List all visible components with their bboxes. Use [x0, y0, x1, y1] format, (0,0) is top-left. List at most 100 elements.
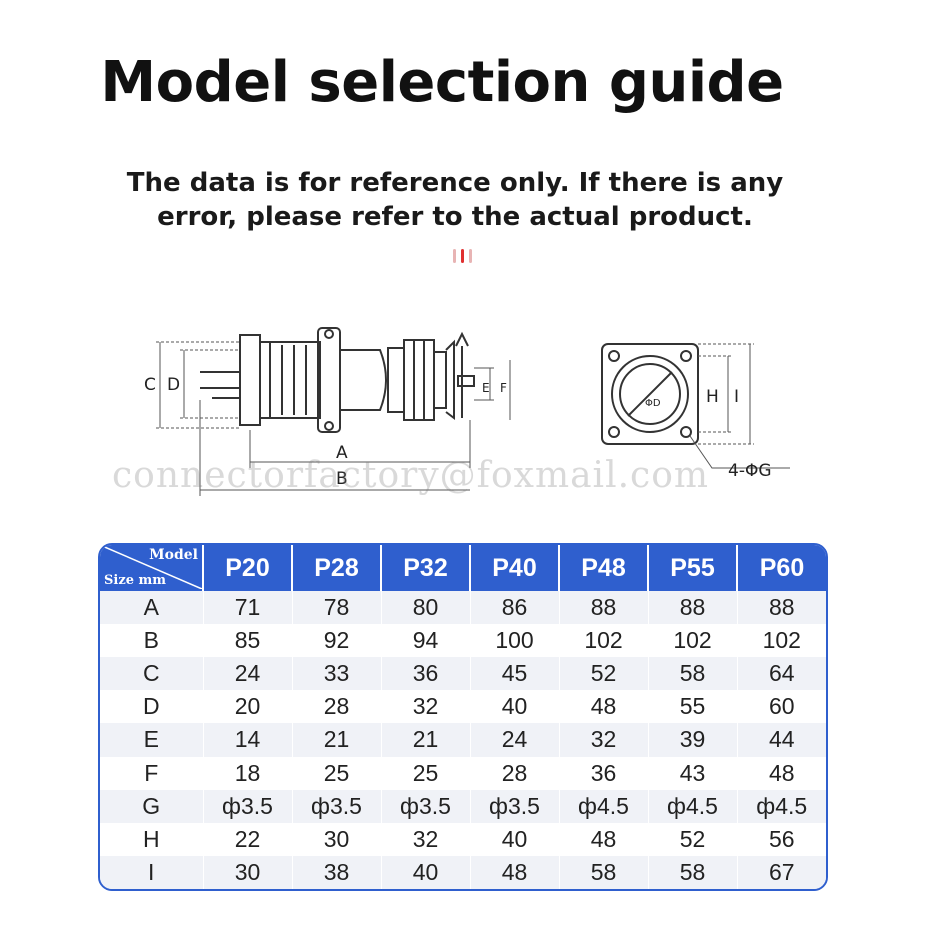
table-cell: 48: [558, 822, 648, 856]
table-cell: 100: [469, 624, 559, 658]
model-header-p48: P48: [558, 545, 648, 591]
table-cell: 88: [647, 591, 737, 625]
table-cell: 24: [202, 657, 292, 691]
side-view-labels: C D A B E F: [144, 375, 507, 489]
model-header-p20: P20: [202, 545, 292, 591]
table-cell: 102: [736, 624, 826, 658]
table-cell: 52: [647, 822, 737, 856]
table-cell: 33: [291, 657, 381, 691]
side-view-dimensions: [156, 341, 511, 496]
table-cell: 71: [202, 591, 292, 625]
row-label-f: F: [100, 756, 203, 790]
row-label-b: B: [100, 624, 203, 658]
table-cell: 40: [380, 855, 470, 889]
table-cell: 88: [558, 591, 648, 625]
row-label-e: E: [100, 723, 203, 757]
table-cell: 40: [469, 822, 559, 856]
front-view: [601, 343, 699, 445]
table-cell: 20: [202, 690, 292, 724]
page-title: Model selection guide: [100, 50, 784, 115]
table-cell: 102: [558, 624, 648, 658]
table-cell: 78: [291, 591, 381, 625]
label-f: F: [500, 381, 507, 395]
model-header-p60: P60: [736, 545, 826, 591]
table-cell: 58: [647, 657, 737, 691]
table-cell: 24: [469, 723, 559, 757]
table-cell: ф4.5: [736, 789, 826, 823]
table-cell: 32: [380, 822, 470, 856]
label-e: E: [482, 381, 490, 395]
table-cell: 45: [469, 657, 559, 691]
disclaimer-text: The data is for reference only. If there…: [0, 166, 910, 234]
table-cell: 32: [380, 690, 470, 724]
table-cell: 80: [380, 591, 470, 625]
table-cell: 44: [736, 723, 826, 757]
table-cell: 55: [647, 690, 737, 724]
table-cell: ф4.5: [647, 789, 737, 823]
connector-dimension-drawing: C D A B E F H I ΦD 4-ΦG: [144, 327, 790, 496]
table-cell: 94: [380, 624, 470, 658]
label-4-phi-g: 4-ΦG: [728, 461, 772, 481]
table-cell: 30: [202, 855, 292, 889]
row-label-g: G: [100, 789, 203, 823]
table-cell: 36: [380, 657, 470, 691]
table-cell: 25: [380, 756, 470, 790]
row-label-d: D: [100, 690, 203, 724]
table-cell: ф3.5: [291, 789, 381, 823]
table-cell: 58: [647, 855, 737, 889]
row-label-a: A: [100, 591, 203, 625]
table-cell: 39: [647, 723, 737, 757]
row-label-i: I: [100, 855, 203, 889]
table-cell: 86: [469, 591, 559, 625]
front-view-labels: H I ΦD 4-ΦG: [645, 387, 772, 481]
table-cell: 60: [736, 690, 826, 724]
row-label-h: H: [100, 822, 203, 856]
corner-label-size: Size mm: [104, 573, 167, 588]
model-header-p32: P32: [380, 545, 470, 591]
table-cell: 88: [736, 591, 826, 625]
row-label-c: C: [100, 657, 203, 691]
corner-label-model: Model: [149, 547, 198, 563]
table-cell: 48: [558, 690, 648, 724]
table-cell: 32: [558, 723, 648, 757]
table-cell: 85: [202, 624, 292, 658]
table-cell: 56: [736, 822, 826, 856]
table-cell: ф3.5: [380, 789, 470, 823]
model-header-p28: P28: [291, 545, 381, 591]
table-cell: 30: [291, 822, 381, 856]
disclaimer-line-1: The data is for reference only. If there…: [126, 168, 784, 198]
table-cell: 102: [647, 624, 737, 658]
table-cell: 48: [736, 756, 826, 790]
table-cell: 38: [291, 855, 381, 889]
label-c: C: [144, 375, 156, 395]
decorative-bars-icon: [451, 249, 475, 263]
label-phi-d: ΦD: [645, 398, 661, 409]
table-cell: 21: [291, 723, 381, 757]
table-cell: 14: [202, 723, 292, 757]
table-cell: 58: [558, 855, 648, 889]
disclaimer-line-2: error, please refer to the actual produc…: [157, 202, 753, 232]
table-cell: 22: [202, 822, 292, 856]
table-cell: 43: [647, 756, 737, 790]
label-a: A: [336, 443, 348, 463]
side-view: [200, 327, 475, 433]
corner-diagonal: [100, 545, 202, 589]
table-corner-cell: Model Size mm: [100, 545, 203, 591]
table-cell: 48: [469, 855, 559, 889]
label-i: I: [734, 387, 739, 407]
table-cell: 25: [291, 756, 381, 790]
label-h: H: [706, 387, 719, 407]
table-cell: 40: [469, 690, 559, 724]
